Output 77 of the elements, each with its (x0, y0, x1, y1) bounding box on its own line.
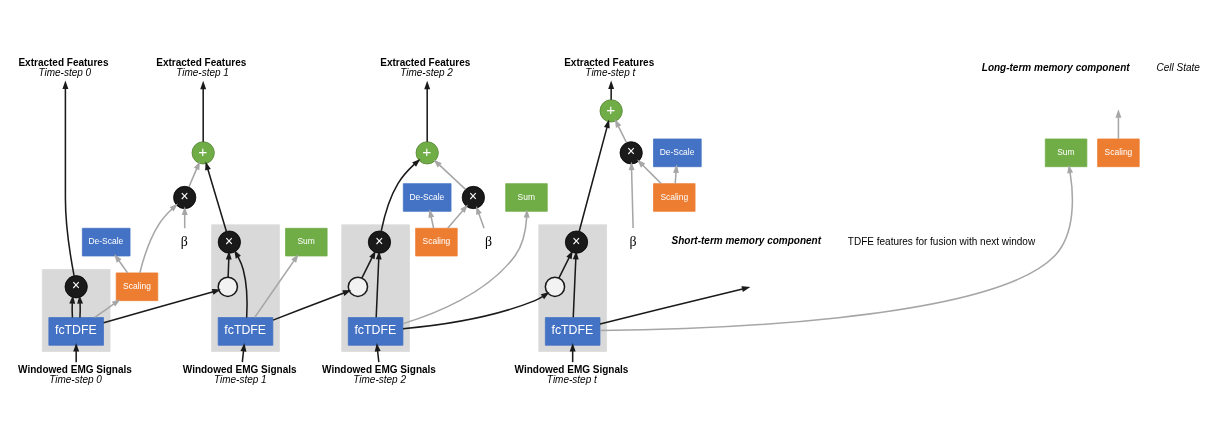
arrow (476, 206, 485, 229)
node-text: Windowed EMG Signals Time-step 2 (322, 364, 436, 386)
node-circle: × (217, 230, 241, 254)
node-text: Extracted Features Time-step 0 (18, 57, 109, 79)
arrow (380, 158, 421, 232)
node-box: Scaling (653, 183, 696, 212)
label: Short-term memory component (671, 234, 822, 246)
node-box: Scaling (415, 227, 458, 257)
arrow (572, 251, 579, 319)
arrow (446, 204, 468, 229)
arrow (608, 80, 615, 101)
node-text: Extracted Features Time-step t (564, 57, 655, 79)
arrow (374, 342, 381, 363)
node-circle: × (619, 141, 643, 165)
arrow (424, 80, 431, 143)
node-box: De-Scale (402, 183, 452, 212)
arrow (402, 292, 550, 330)
node-circle: × (461, 185, 485, 210)
arrow (234, 249, 248, 319)
arrow (599, 164, 1074, 332)
node-text: β (484, 233, 492, 249)
arrow (205, 161, 228, 233)
arrow (1115, 109, 1122, 140)
arrow (188, 161, 200, 188)
node-text: Windowed EMG Signals Time-step t (514, 364, 629, 386)
node-circle (347, 276, 369, 298)
arrow (102, 289, 221, 324)
node-circle: + (415, 141, 439, 165)
node-box: fcTDFE (347, 317, 404, 346)
node-text: Windowed EMG Signals Time-step 0 (18, 364, 132, 386)
arrow (225, 251, 232, 278)
node-circle: × (564, 230, 589, 254)
node-circle: × (367, 230, 391, 254)
arrow (558, 250, 573, 279)
node-circle: + (599, 99, 623, 123)
arrow (402, 209, 530, 325)
node-box: Sum (285, 227, 328, 257)
node-circle: + (191, 141, 215, 165)
arrow (200, 80, 207, 143)
arrow (94, 299, 121, 319)
arrow (139, 203, 178, 274)
arrow (361, 250, 376, 279)
arrow (77, 295, 84, 319)
arrow (62, 80, 75, 277)
node-circle (544, 276, 566, 298)
node-box: Scaling (1097, 138, 1140, 168)
node-circle: × (64, 275, 88, 299)
node-circle: × (173, 185, 197, 210)
node-box: Scaling (115, 272, 159, 301)
arrow (272, 290, 352, 321)
node-circle (217, 276, 239, 298)
arrow (628, 161, 635, 229)
label: Long-term memory component (981, 61, 1130, 73)
node-box: Sum (505, 183, 548, 212)
node-box: fcTDFE (544, 317, 601, 346)
node-text: β (180, 233, 188, 249)
arrow (637, 159, 662, 185)
node-text: Extracted Features Time-step 1 (156, 57, 247, 79)
arrow (375, 251, 382, 319)
node-box: De-Scale (81, 227, 131, 257)
arrow (433, 159, 467, 191)
arrow (599, 286, 751, 325)
node-text: Windowed EMG Signals Time-step 1 (182, 364, 297, 386)
node-box: fcTDFE (217, 317, 274, 346)
node-text: Extracted Features Time-step 2 (380, 57, 471, 79)
arrow (114, 254, 129, 274)
arrow (73, 342, 80, 363)
label: TDFE features for fusion with next window (847, 235, 1036, 247)
node-text: β (629, 233, 637, 249)
node-box: fcTDFE (48, 317, 104, 346)
arrow (578, 119, 610, 232)
arrow (254, 254, 299, 319)
node-box: De-Scale (653, 138, 702, 168)
node-box: Sum (1044, 138, 1088, 168)
arrow (69, 295, 76, 319)
arrow (614, 119, 628, 144)
label: Cell State (1156, 61, 1200, 73)
